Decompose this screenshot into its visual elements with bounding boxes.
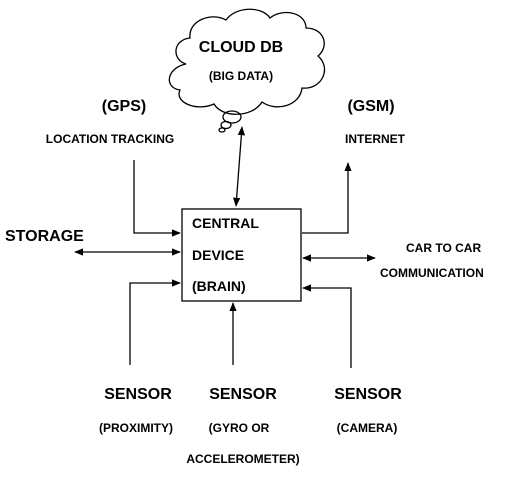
gsm-subtitle: INTERNET xyxy=(345,132,406,146)
cloud-thought-bubble-large xyxy=(222,110,242,124)
cloud-thought-bubble-small xyxy=(218,127,226,133)
connector-camera-brain xyxy=(302,284,352,368)
storage-label: STORAGE xyxy=(5,228,84,245)
cloud-thought-bubble-medium xyxy=(220,120,232,130)
gsm-node: (GSM) INTERNET xyxy=(345,98,406,146)
cloud-title: CLOUD DB xyxy=(199,39,283,56)
sensor-camera-node: SENSOR (CAMERA) xyxy=(334,386,402,435)
sensor-proximity-node: SENSOR (PROXIMITY) xyxy=(99,386,173,435)
car-to-car-line2: COMMUNICATION xyxy=(380,266,484,280)
gps-node: (GPS) LOCATION TRACKING xyxy=(46,98,174,146)
central-device-box xyxy=(181,208,302,302)
central-device-line2: DEVICE xyxy=(192,247,244,263)
central-device-line3: (BRAIN) xyxy=(192,278,246,294)
cloud-shape xyxy=(168,8,326,115)
gps-subtitle: LOCATION TRACKING xyxy=(46,132,174,146)
sensor-gyro-subtitle2: ACCELEROMETER) xyxy=(186,452,299,466)
sensor-gyro-node: SENSOR (GYRO OR ACCELEROMETER) xyxy=(186,386,299,466)
central-device-node: CENTRAL DEVICE (BRAIN) xyxy=(181,208,302,302)
connector-gps-brain xyxy=(133,160,181,237)
sensor-camera-title: SENSOR xyxy=(334,386,402,403)
sensor-gyro-title: SENSOR xyxy=(209,386,277,403)
gps-title: (GPS) xyxy=(102,98,146,115)
sensor-camera-subtitle: (CAMERA) xyxy=(337,421,398,435)
car-to-car-line1: CAR TO CAR xyxy=(406,241,481,255)
connector-brain-gsm xyxy=(302,162,352,234)
car-to-car-node: CAR TO CAR COMMUNICATION xyxy=(380,241,484,280)
cloud-subtitle: (BIG DATA) xyxy=(209,69,273,83)
gsm-title: (GSM) xyxy=(347,98,394,115)
sensor-proximity-title: SENSOR xyxy=(104,386,172,403)
sensor-gyro-subtitle1: (GYRO OR xyxy=(209,421,270,435)
connector-cloud-brain xyxy=(232,126,246,207)
connector-proximity-brain xyxy=(129,279,181,365)
central-device-line1: CENTRAL xyxy=(192,215,259,231)
sensor-proximity-subtitle: (PROXIMITY) xyxy=(99,421,173,435)
cloud-db-node: CLOUD DB (BIG DATA) xyxy=(168,8,326,133)
